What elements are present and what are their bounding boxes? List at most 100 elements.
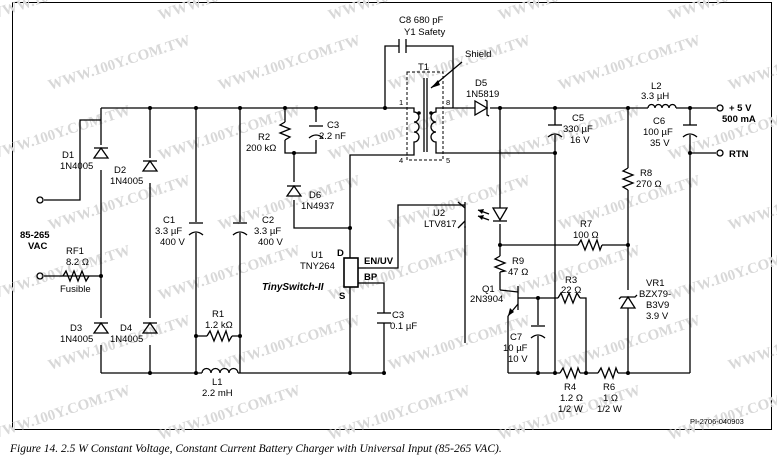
r7-ref: R7 bbox=[580, 219, 592, 230]
l1-ref: L1 bbox=[212, 377, 223, 388]
output-voltage: + 5 V bbox=[729, 103, 752, 114]
t1-pin8: 8 bbox=[446, 98, 450, 107]
r8-value: 270 Ω bbox=[636, 179, 662, 190]
figure-caption: Figure 14. 2.5 W Constant Voltage, Const… bbox=[10, 443, 502, 455]
input-label-range: 85-265 bbox=[20, 230, 50, 241]
r4-resistor-symbol bbox=[559, 366, 581, 380]
t1-pin5: 5 bbox=[446, 156, 450, 165]
d3-diode-symbol bbox=[92, 321, 110, 334]
vr1-volt: 3.9 V bbox=[646, 311, 669, 322]
c6-volt: 35 V bbox=[650, 138, 670, 149]
c3a-capacitor-symbol bbox=[308, 125, 324, 139]
c6-capacitor-symbol bbox=[682, 124, 698, 138]
rf1-ref: RF1 bbox=[66, 246, 84, 257]
c3b-capacitor-symbol bbox=[377, 312, 391, 324]
watermark-text: WWW.100Y.COM.TW bbox=[556, 33, 702, 94]
rf1-resistor-symbol bbox=[62, 269, 90, 283]
vr1-part: BZX79- bbox=[639, 289, 671, 300]
c2-capacitor-symbol bbox=[232, 222, 248, 236]
r8-resistor-symbol bbox=[621, 167, 635, 191]
u1-ref: U1 bbox=[311, 250, 323, 261]
watermark-text: WWW.100Y.COM.TW bbox=[666, 0, 777, 24]
u1-pin-en: EN/UV bbox=[364, 256, 394, 267]
u1-brand: TinySwitch-II bbox=[262, 282, 324, 293]
c5-value: 330 µF bbox=[563, 124, 593, 135]
d5-ref: D5 bbox=[475, 78, 487, 89]
u2-part: LTV817 bbox=[424, 219, 457, 230]
c8-capacitor-symbol bbox=[398, 39, 407, 53]
c6-value: 100 µF bbox=[643, 127, 673, 138]
c1-value: 3.3 µF bbox=[155, 226, 182, 237]
t1-transformer-symbol bbox=[406, 61, 463, 161]
c5-volt: 16 V bbox=[570, 135, 590, 146]
d2-ref: D2 bbox=[114, 165, 126, 176]
r8-ref: R8 bbox=[640, 168, 652, 179]
watermark-text: WWW.100Y.COM.TW bbox=[496, 0, 642, 24]
vr1-part2: B3V9 bbox=[646, 300, 669, 311]
watermark-text: WWW.100Y.COM.TW bbox=[726, 173, 777, 234]
c1-volt: 400 V bbox=[160, 237, 185, 248]
output-current: 500 mA bbox=[722, 114, 756, 125]
t1-pin1: 1 bbox=[399, 98, 403, 107]
r6-ref: R6 bbox=[603, 382, 615, 393]
c1-ref: C1 bbox=[163, 215, 175, 226]
rf1-note: Fusible bbox=[60, 284, 91, 295]
c3a-ref: C3 bbox=[327, 120, 339, 131]
c3b-ref: C3 bbox=[392, 310, 404, 321]
r4-value: 1.2 Ω bbox=[560, 393, 583, 404]
d4-ref: D4 bbox=[120, 323, 132, 334]
watermark-text: WWW.100Y.COM.TW bbox=[216, 313, 362, 374]
watermark-text: WWW.100Y.COM.TW bbox=[386, 33, 532, 94]
c1-capacitor-symbol bbox=[188, 222, 204, 236]
c5-capacitor-symbol bbox=[547, 124, 563, 138]
vr1-zener-symbol bbox=[618, 294, 638, 309]
r1-resistor-symbol bbox=[206, 329, 233, 343]
d1-diode-symbol bbox=[92, 146, 110, 159]
u1-ic-symbol bbox=[343, 257, 359, 288]
input-terminal-bottom bbox=[36, 272, 44, 280]
watermark-text: WWW.100Y.COM.TW bbox=[666, 103, 777, 164]
c8-ref: C8 680 pF bbox=[399, 15, 444, 26]
c7-capacitor-symbol bbox=[530, 325, 546, 339]
drawing-ref: PI-2706-040903 bbox=[690, 417, 744, 426]
r7-resistor-symbol bbox=[577, 238, 603, 252]
u1-part: TNY264 bbox=[300, 261, 335, 272]
r9-value: 47 Ω bbox=[508, 267, 528, 278]
r6-value: 1 Ω bbox=[603, 393, 618, 404]
r6-power: 1/2 W bbox=[597, 404, 622, 415]
watermark-text: WWW.100Y.COM.TW bbox=[666, 383, 777, 444]
l1-inductor-symbol bbox=[201, 367, 239, 374]
q1-part: 2N3904 bbox=[470, 294, 503, 305]
c2-value: 3.3 µF bbox=[254, 226, 281, 237]
d5-part: 1N5819 bbox=[466, 89, 499, 100]
watermark-text: WWW.100Y.COM.TW bbox=[726, 33, 777, 94]
c7-value: 10 µF bbox=[503, 343, 528, 354]
watermark-text: WWW.100Y.COM.TW bbox=[726, 313, 777, 374]
rf1-value: 8.2 Ω bbox=[66, 257, 89, 268]
watermark-text: WWW.100Y.COM.TW bbox=[216, 173, 362, 234]
watermark-text: WWW.100Y.COM.TW bbox=[326, 383, 472, 444]
c3b-value: 0.1 µF bbox=[390, 321, 417, 332]
symbols bbox=[36, 39, 724, 380]
d1-part: 1N4005 bbox=[60, 161, 93, 172]
d2-diode-symbol bbox=[141, 159, 159, 172]
output-rtn: RTN bbox=[729, 149, 749, 160]
watermark-text: WWW.100Y.COM.TW bbox=[556, 313, 702, 374]
watermark-text: WWW.100Y.COM.TW bbox=[0, 383, 132, 444]
c5-ref: C5 bbox=[572, 113, 584, 124]
c7-volt: 10 V bbox=[508, 354, 528, 365]
d5-diode-symbol bbox=[474, 99, 490, 117]
r7-value: 100 Ω bbox=[573, 230, 599, 241]
t1-ref: T1 bbox=[418, 62, 429, 73]
u1-pin-bp: BP bbox=[364, 272, 378, 283]
r3-ref: R3 bbox=[565, 275, 577, 286]
watermark-text: WWW.100Y.COM.TW bbox=[0, 0, 132, 24]
d6-diode-symbol bbox=[285, 184, 303, 197]
output-terminal-rtn bbox=[716, 149, 724, 157]
watermark-text: WWW.100Y.COM.TW bbox=[666, 243, 777, 304]
output-terminal-plus bbox=[716, 104, 724, 112]
d4-part: 1N4005 bbox=[110, 334, 143, 345]
r9-ref: R9 bbox=[512, 256, 524, 267]
l2-value: 3.3 µH bbox=[641, 91, 669, 102]
c3a-value: 2.2 nF bbox=[319, 131, 346, 142]
